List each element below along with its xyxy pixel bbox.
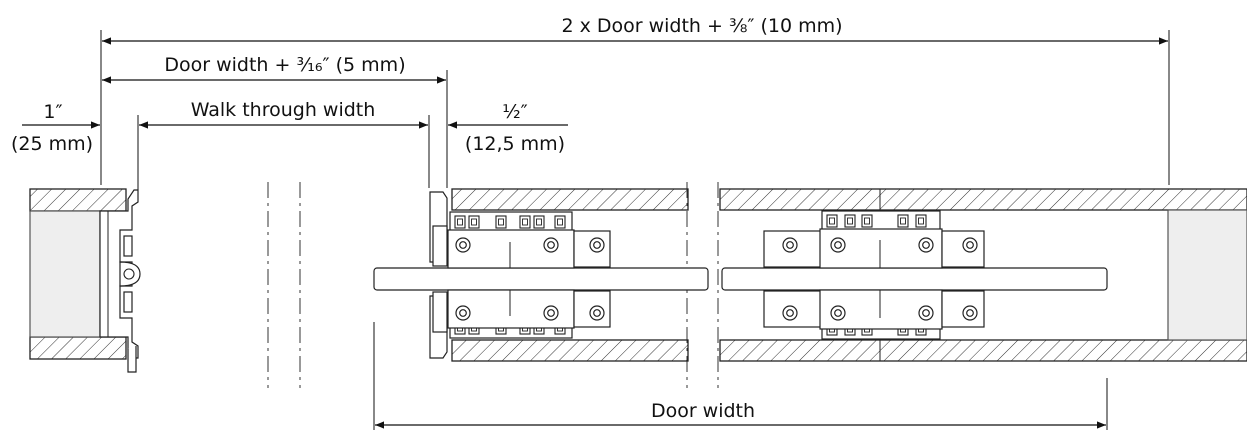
half-inch-imperial-label: ½″ xyxy=(502,101,528,123)
right-carriage-assembly xyxy=(763,210,985,340)
door-leaf xyxy=(373,267,1108,291)
door-plus-dimension: Door width + ³⁄₁₆″ (5 mm) xyxy=(102,54,448,188)
walk-through-dimension-label: Walk through width xyxy=(191,99,376,121)
door-width-dimension: Door width xyxy=(373,322,1108,430)
overall-dimension: 2 x Door width + ⅜″ (10 mm) xyxy=(100,15,1170,185)
left-wall xyxy=(29,188,127,360)
walk-through-dimension: Walk through width xyxy=(137,99,430,190)
door-plus-dimension-label: Door width + ³⁄₁₆″ (5 mm) xyxy=(164,54,405,76)
left-gap-metric-label: (25 mm) xyxy=(11,133,93,155)
half-inch-dimension: ½″ (12,5 mm) xyxy=(448,101,568,155)
door-width-dimension-label: Door width xyxy=(651,400,755,422)
left-jamb-profile xyxy=(99,189,141,373)
left-carriage-assembly xyxy=(429,191,611,359)
overall-dimension-label: 2 x Door width + ⅜″ (10 mm) xyxy=(561,15,842,37)
half-inch-metric-label: (12,5 mm) xyxy=(465,133,565,155)
right-wall xyxy=(451,188,1247,362)
left-gap-dimension: 1″ (25 mm) xyxy=(11,101,100,155)
left-gap-imperial-label: 1″ xyxy=(43,101,62,123)
